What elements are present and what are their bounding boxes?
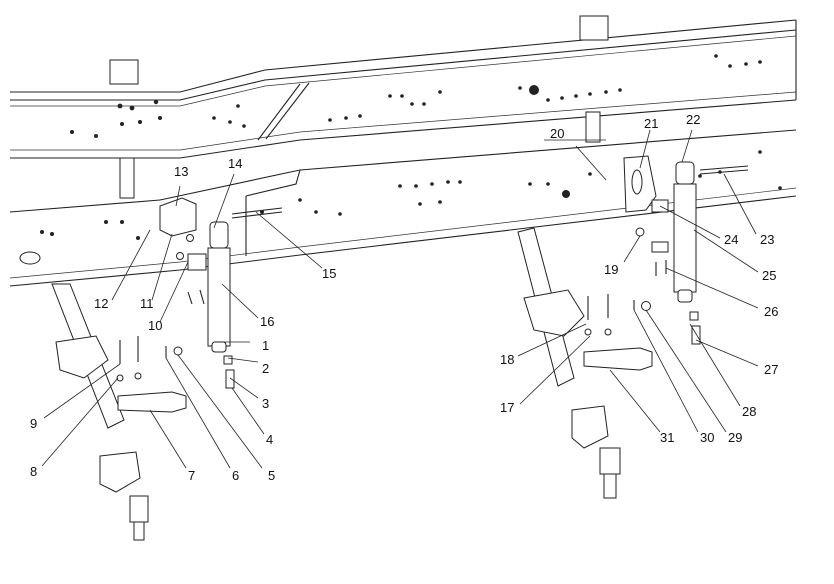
callout-14: 14 [228,156,242,171]
callout-4: 4 [266,432,273,447]
front-frame-rail [9,129,797,287]
callout-12: 12 [94,296,108,311]
rear-rail-holes [70,54,762,138]
callout-26: 26 [764,304,778,319]
callout-31: 31 [660,430,674,445]
callout-6: 6 [232,468,239,483]
callout-19: 19 [604,262,618,277]
callout-30: 30 [700,430,714,445]
callout-20: 20 [550,126,564,141]
callout-23: 23 [760,232,774,247]
callout-27: 27 [764,362,778,377]
callout-3: 3 [262,396,269,411]
callout-21: 21 [644,116,658,131]
callout-29: 29 [728,430,742,445]
rear-rail-top-bracket-left [109,59,139,85]
callout-17: 17 [500,400,514,415]
callout-labels: 1 2 3 4 5 6 7 8 9 10 11 12 13 14 15 16 1… [30,112,778,483]
callout-9: 9 [30,416,37,431]
callout-18: 18 [500,352,514,367]
callout-28: 28 [742,404,756,419]
callout-25: 25 [762,268,776,283]
callout-22: 22 [686,112,700,127]
callout-8: 8 [30,464,37,479]
callout-2: 2 [262,361,269,376]
callout-7: 7 [188,468,195,483]
rear-frame-rail [10,15,797,199]
callout-10: 10 [148,318,162,333]
callout-1: 1 [262,338,269,353]
callout-24: 24 [724,232,738,247]
callout-13: 13 [174,164,188,179]
rear-rail-top-bracket-right [579,15,609,41]
callout-11: 11 [140,296,154,311]
callout-16: 16 [260,314,274,329]
right-suspension-assembly [517,155,749,499]
leader-lines [41,129,759,469]
front-rail-holes [40,150,782,240]
callout-15: 15 [322,266,336,281]
callout-5: 5 [268,468,275,483]
